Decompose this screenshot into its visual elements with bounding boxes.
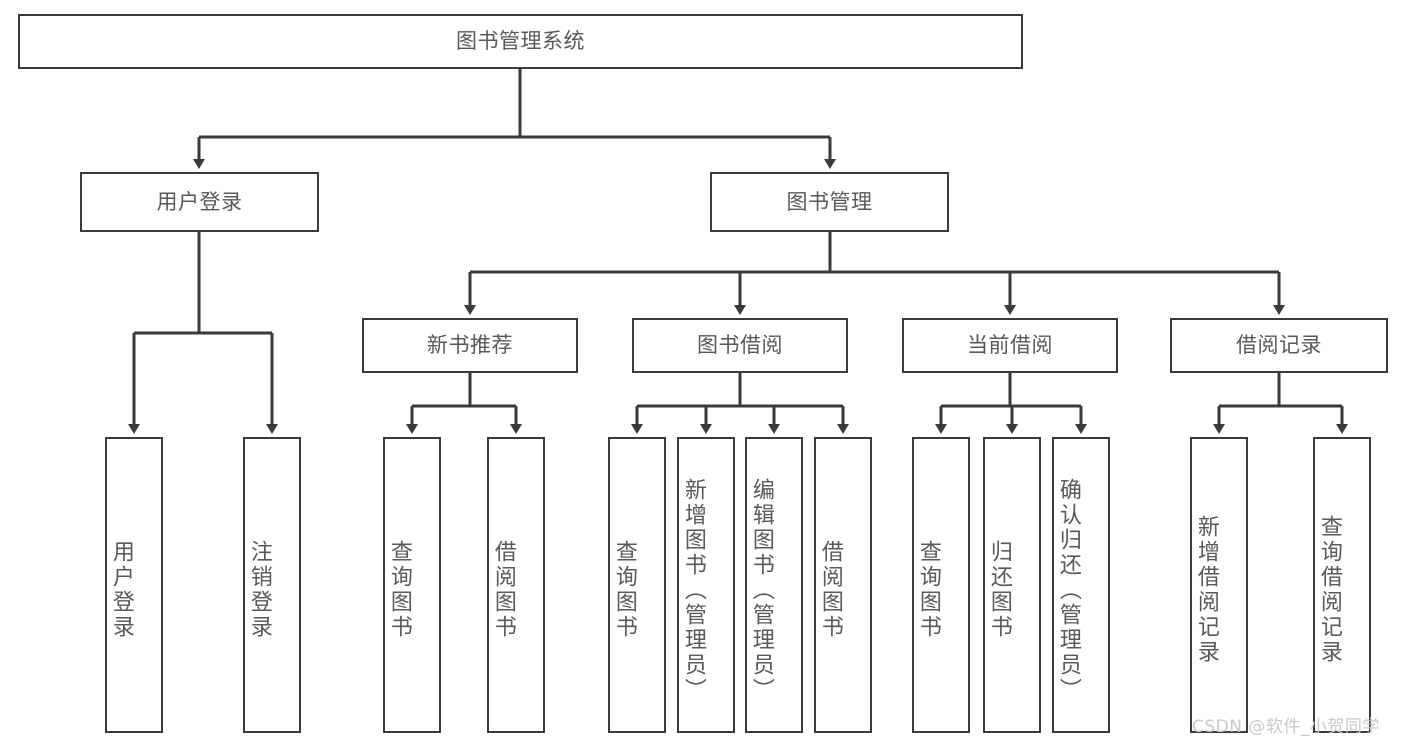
node-leaf-add-record-label: 新增借阅记录 xyxy=(1193,515,1219,665)
node-leaf-add-book-label: 新增图书（管理员） xyxy=(680,477,706,703)
node-leaf-edit-book-label: 编辑图书（管理员） xyxy=(748,477,774,703)
node-leaf-user-login-label: 用户登录 xyxy=(108,540,134,640)
node-leaf-borrow-book-2-label: 借阅图书 xyxy=(817,540,843,640)
node-leaf-borrow-book-1[interactable]: 借阅图书 xyxy=(487,437,545,733)
node-book-manage-label: 图书管理 xyxy=(786,189,873,214)
node-new-book-recommend-label: 新书推荐 xyxy=(427,333,513,358)
node-leaf-query-record-label: 查询借阅记录 xyxy=(1316,515,1342,665)
node-leaf-query-book-1-label: 查询图书 xyxy=(386,540,412,640)
node-leaf-add-record[interactable]: 新增借阅记录 xyxy=(1190,437,1248,733)
node-borrow-record[interactable]: 借阅记录 xyxy=(1170,318,1388,373)
node-leaf-query-record[interactable]: 查询借阅记录 xyxy=(1313,437,1371,733)
node-leaf-edit-book[interactable]: 编辑图书（管理员） xyxy=(745,437,803,733)
node-leaf-logout-login-label: 注销登录 xyxy=(246,540,272,640)
node-leaf-query-book-3[interactable]: 查询图书 xyxy=(912,437,970,733)
node-user-login-label: 用户登录 xyxy=(156,189,243,214)
csdn-watermark: CSDN @软件_小贺同学 xyxy=(1192,717,1380,737)
node-leaf-return-book-label: 归还图书 xyxy=(986,540,1012,640)
node-current-borrow[interactable]: 当前借阅 xyxy=(902,318,1118,373)
node-user-login[interactable]: 用户登录 xyxy=(80,172,319,232)
node-current-borrow-label: 当前借阅 xyxy=(967,333,1053,358)
node-leaf-query-book-1[interactable]: 查询图书 xyxy=(383,437,441,733)
node-leaf-borrow-book-1-label: 借阅图书 xyxy=(490,540,516,640)
node-borrow-record-label: 借阅记录 xyxy=(1236,333,1322,358)
node-leaf-query-book-2[interactable]: 查询图书 xyxy=(608,437,666,733)
node-root-system[interactable]: 图书管理系统 xyxy=(18,14,1023,69)
node-leaf-user-login[interactable]: 用户登录 xyxy=(105,437,163,733)
node-root-label: 图书管理系统 xyxy=(456,29,585,54)
node-leaf-confirm-return[interactable]: 确认归还（管理员） xyxy=(1052,437,1110,733)
node-leaf-logout-login[interactable]: 注销登录 xyxy=(243,437,301,733)
node-book-borrow-label: 图书借阅 xyxy=(697,333,783,358)
node-leaf-query-book-2-label: 查询图书 xyxy=(611,540,637,640)
node-book-manage[interactable]: 图书管理 xyxy=(710,172,949,232)
node-leaf-borrow-book-2[interactable]: 借阅图书 xyxy=(814,437,872,733)
node-leaf-query-book-3-label: 查询图书 xyxy=(915,540,941,640)
node-book-borrow[interactable]: 图书借阅 xyxy=(632,318,848,373)
node-leaf-confirm-return-label: 确认归还（管理员） xyxy=(1055,477,1081,703)
node-new-book-recommend[interactable]: 新书推荐 xyxy=(362,318,578,373)
node-leaf-return-book[interactable]: 归还图书 xyxy=(983,437,1041,733)
node-leaf-add-book[interactable]: 新增图书（管理员） xyxy=(677,437,735,733)
